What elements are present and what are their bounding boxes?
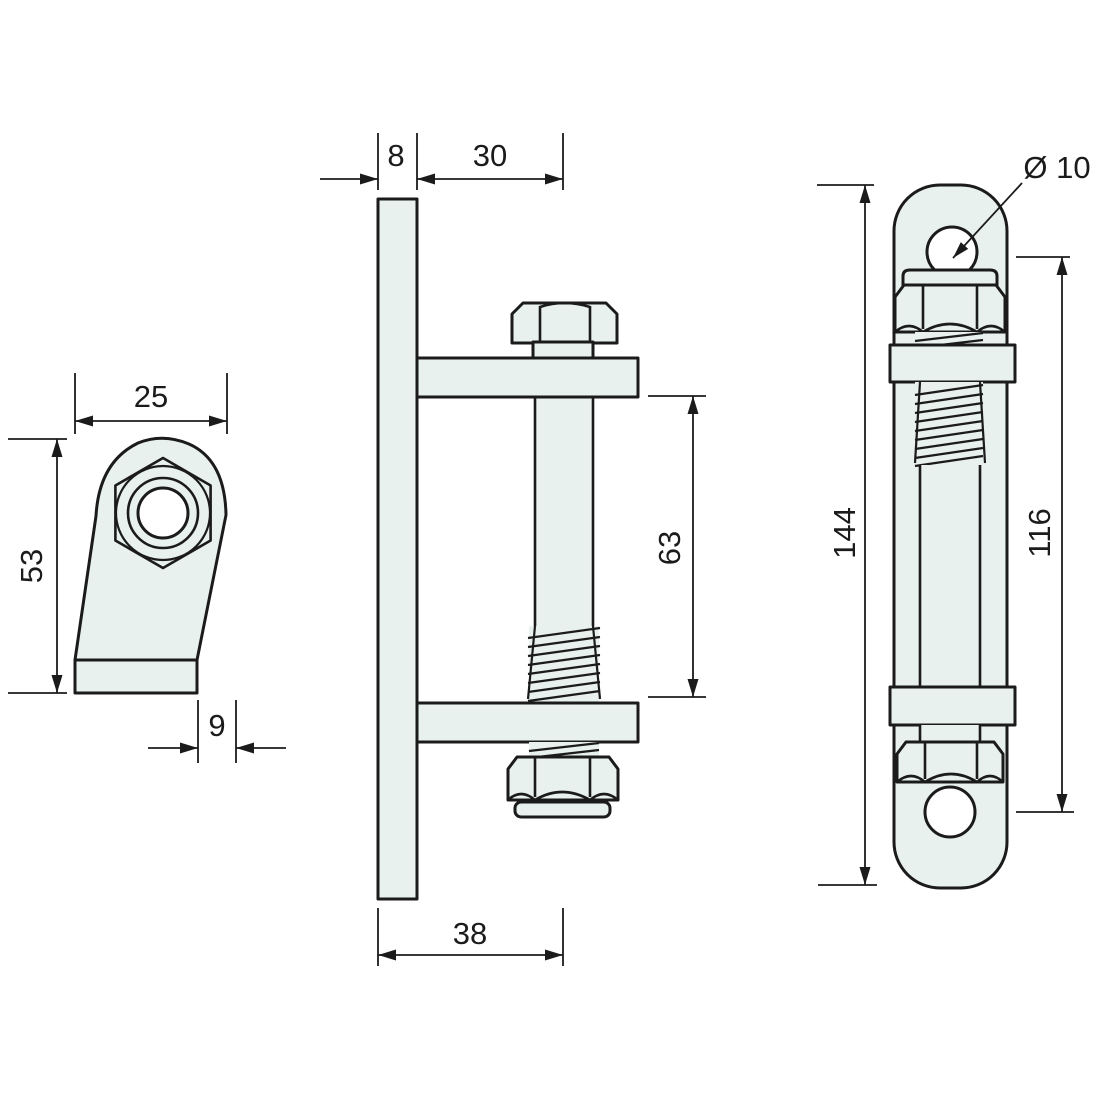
dim-bracket-width-label: 25: [134, 379, 168, 414]
top-cross-bar: [888, 343, 1017, 384]
bracket-lug-body: [73, 436, 228, 662]
dim-plate-thickness-label: 8: [387, 138, 404, 173]
dim-overall-length-label: 144: [827, 507, 862, 559]
dim-overall-length: 144: [817, 184, 877, 886]
strap-bottom-hole: [923, 785, 977, 839]
dim-bracket-spacing: 63: [648, 395, 706, 698]
dim-plate-thickness: 8: [320, 133, 418, 190]
bolt-hex-head: [510, 301, 619, 345]
bolt-nut-washer: [513, 800, 612, 819]
middle-view-bolt-on-plate: 8 30 63 38: [320, 133, 706, 966]
dim-hole-spacing: 116: [1016, 256, 1074, 813]
bracket-hole-circle: [136, 486, 190, 540]
dim-bracket-base-offset: 9: [148, 700, 286, 763]
bottom-bracket-bar: [415, 701, 640, 744]
bolt-thread-section: [526, 625, 602, 703]
bolt-hex-nut: [506, 755, 620, 802]
dim-bracket-width: 25: [74, 373, 228, 434]
dim-overall-depth: 38: [377, 908, 564, 966]
dim-bracket-height-label: 53: [14, 549, 49, 583]
top-bracket-bar: [415, 356, 640, 399]
dim-bracket-height: 53: [8, 438, 67, 694]
mounting-plate: [376, 197, 419, 901]
dim-bracket-spacing-label: 63: [652, 531, 687, 565]
bottom-cross-bar: [888, 685, 1017, 727]
rod-smooth-section: [918, 465, 982, 687]
top-nut-washer: [901, 268, 999, 287]
callout-hole-diameter: Ø 10: [952, 150, 1091, 259]
dim-bracket-base-offset-label: 9: [208, 708, 225, 743]
thread-main-section: [913, 381, 987, 468]
bracket-base-strip: [73, 658, 199, 695]
bolt-shaft-fill: [535, 397, 593, 627]
bottom-hex-nut: [895, 740, 1005, 784]
left-view-angled-bracket: 25 53 9: [8, 373, 286, 763]
dim-plate-to-axis-label: 30: [473, 138, 507, 173]
bolt-head-shoulder: [531, 340, 595, 360]
bracket-hex-nut: [114, 456, 212, 570]
top-hex-nut: [893, 283, 1007, 334]
dim-plate-to-axis: 30: [417, 133, 564, 190]
dim-overall-depth-label: 38: [453, 916, 487, 951]
callout-hole-diameter-label: Ø 10: [1023, 150, 1090, 185]
rod-stub: [918, 725, 982, 742]
bracket-nut-inscribed-circle: [114, 464, 212, 562]
dim-hole-spacing-label: 116: [1022, 508, 1057, 557]
bracket-washer-circle: [126, 476, 200, 550]
right-view-strap: 144 116 Ø 10: [817, 150, 1091, 890]
